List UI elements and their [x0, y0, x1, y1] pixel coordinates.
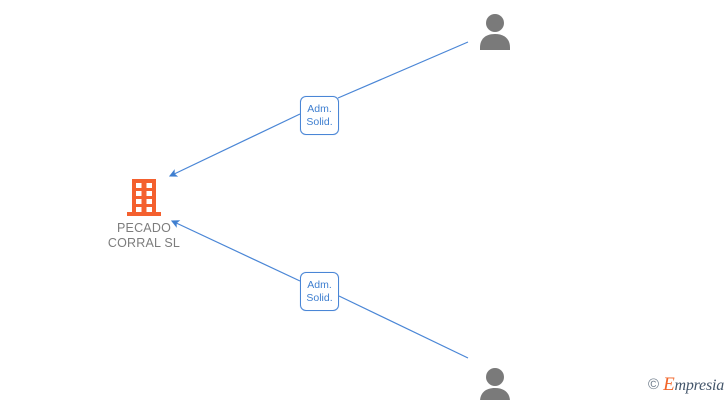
person-icon: [480, 14, 510, 50]
company-name-label: PECADO CORRAL SL: [107, 221, 181, 250]
company-node[interactable]: PECADO CORRAL SL: [82, 178, 206, 250]
edge-person-top-to-company: [337, 41, 469, 99]
brand-name: Empresia: [663, 375, 724, 394]
copyright-icon: ©: [648, 376, 660, 393]
brand-initial: E: [663, 374, 675, 395]
edge-person-top-to-company-arrow: [168, 113, 301, 177]
relation-label-bottom[interactable]: Adm. Solid.: [300, 272, 339, 311]
edge-person-bottom-to-company-arrow: [170, 220, 301, 282]
person-node-bottom[interactable]: [478, 366, 524, 400]
person-icon: [480, 368, 510, 400]
relation-label-top[interactable]: Adm. Solid.: [300, 96, 339, 135]
edge-person-bottom-to-company: [338, 295, 469, 359]
person-node-top[interactable]: [478, 12, 524, 54]
watermark: © Empresia: [648, 375, 724, 394]
building-icon: [127, 179, 161, 216]
brand-rest: mpresia: [674, 377, 725, 394]
